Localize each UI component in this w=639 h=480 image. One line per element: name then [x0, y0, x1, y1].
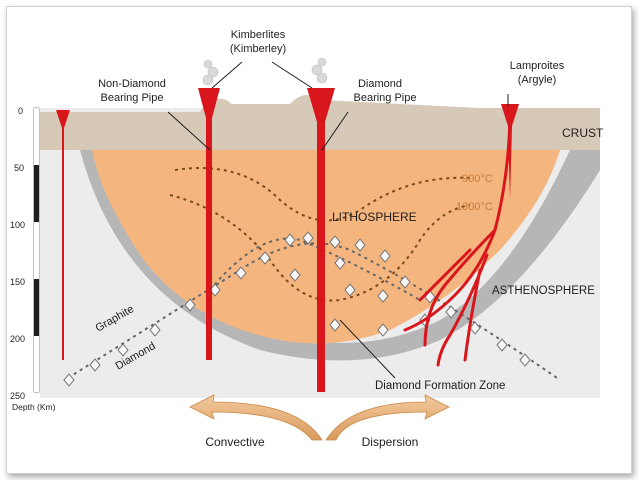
asthenosphere-label: ASTHENOSPHERE [492, 285, 595, 297]
pipes [56, 88, 519, 392]
graphite-diamond-boundary [67, 242, 561, 381]
kimberley-label: (Kimberley) [230, 43, 286, 55]
non-diamond-label: Non-Diamond [98, 78, 166, 90]
argyle-label: (Argyle) [518, 74, 557, 86]
diamond-crystals [63, 231, 531, 387]
temp-1300-label: 1300°C [456, 201, 493, 213]
convective-arrow [189, 394, 323, 441]
non-diamond-pipe [198, 88, 220, 360]
convective-label: Convective [205, 435, 265, 449]
lamproite-pipe [501, 104, 519, 200]
diamond-pipe-label: Diamond [358, 78, 402, 90]
dispersion-label: Dispersion [362, 435, 419, 449]
depth-tick: 0 [18, 106, 23, 116]
depth-tick: 200 [10, 334, 25, 344]
lamproites-label: Lamproites [510, 60, 565, 72]
depth-tick: 150 [10, 277, 25, 287]
diamond-pipe [307, 88, 335, 392]
volcanic-smoke [202, 57, 328, 86]
isotherm-1300 [169, 194, 471, 302]
depth-tick: 100 [10, 220, 25, 230]
diamond-envelope [209, 237, 421, 301]
depth-axis-label: Depth (Km) [12, 402, 56, 412]
small-pipe-left [56, 110, 70, 360]
lithosphere-label: LITHOSPHERE [332, 210, 417, 224]
depth-tick: 50 [14, 163, 24, 173]
diamond-pipe-label-2: Bearing Pipe [354, 92, 417, 104]
depth-tick: 250 [10, 391, 25, 401]
dispersion-arrow [325, 394, 450, 441]
isotherm-900 [174, 167, 471, 222]
lamproite-veins [403, 118, 512, 367]
temp-900-label: 900°C [462, 173, 493, 185]
leader-lines [167, 61, 509, 379]
depth-tick-labels: 0 50 100 150 200 250 [10, 106, 25, 401]
depth-scale [33, 107, 40, 393]
kimberlites-label: Kimberlites [231, 29, 286, 41]
formation-zone-label: Diamond Formation Zone [375, 380, 505, 392]
crust-label: CRUST [562, 126, 604, 140]
non-diamond-label-2: Bearing Pipe [101, 92, 164, 104]
